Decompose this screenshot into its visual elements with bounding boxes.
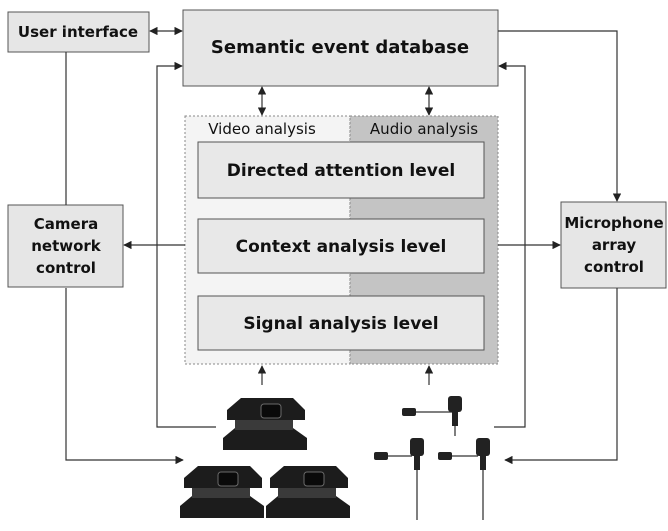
user-interface-label: User interface (18, 23, 138, 41)
camera-control-line-3: control (36, 259, 96, 277)
camera-control-line-1: Camera (34, 215, 98, 233)
directed-attention-level-box (197, 141, 485, 199)
microphone-icon-right (438, 438, 490, 520)
directed-attention-level-label: Directed attention level (227, 161, 455, 181)
video-analysis-label: Video analysis (208, 120, 316, 138)
semantic-event-database-label: Semantic event database (211, 37, 469, 58)
microphone-icon-left (374, 438, 424, 520)
mic-control-line-2: array (592, 236, 637, 254)
camera-icon-bottom-right (266, 466, 350, 518)
camera-control-line-2: network (31, 237, 102, 255)
arrow-cameras-db (156, 61, 216, 428)
arrow-mics-db (494, 61, 526, 428)
mic-control-line-3: control (584, 258, 644, 276)
user-interface-box (7, 11, 150, 53)
signal-analysis-level-box (197, 295, 485, 351)
audio-analysis-label: Audio analysis (370, 120, 478, 138)
context-analysis-level-label: Context analysis level (236, 237, 447, 257)
arrow-camera-control-cameras (65, 288, 184, 465)
context-analysis-level-box (197, 218, 485, 274)
arrow-db-mic-control (498, 30, 622, 202)
microphone-array-control-box (560, 201, 667, 289)
mic-control-line-1: Microphone (564, 214, 663, 232)
camera-icon-bottom-left (180, 466, 264, 518)
arrow-mic-control-mics (504, 288, 618, 465)
microphone-icon-top (402, 396, 462, 436)
camera-icon-top (223, 398, 307, 450)
signal-analysis-level-label: Signal analysis level (243, 314, 438, 334)
semantic-event-database-box (182, 9, 499, 87)
